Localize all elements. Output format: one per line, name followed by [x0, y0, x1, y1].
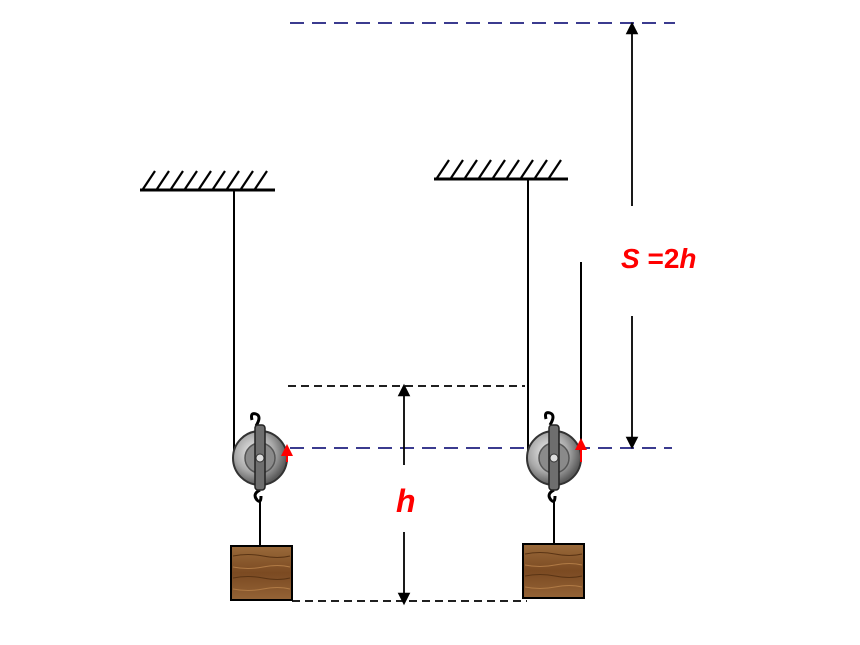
hook-icon	[544, 411, 555, 426]
left-pulley-setup	[140, 170, 293, 601]
hatched-ceiling-icon	[140, 170, 275, 192]
hook-icon	[547, 488, 557, 503]
s-equals-2h-label: S =2h	[621, 243, 697, 274]
h-dimension: h	[396, 383, 416, 606]
wooden-block-icon	[522, 543, 585, 599]
s-dimension: S =2h	[621, 21, 697, 450]
pulley-icon	[526, 424, 582, 491]
right-pulley-setup	[434, 159, 587, 599]
hatched-ceiling-icon	[434, 159, 568, 181]
h-label: h	[396, 483, 416, 519]
hook-icon	[253, 488, 263, 503]
wooden-block-icon	[230, 545, 293, 601]
pulley-icon	[232, 424, 288, 491]
hook-icon	[250, 412, 261, 427]
